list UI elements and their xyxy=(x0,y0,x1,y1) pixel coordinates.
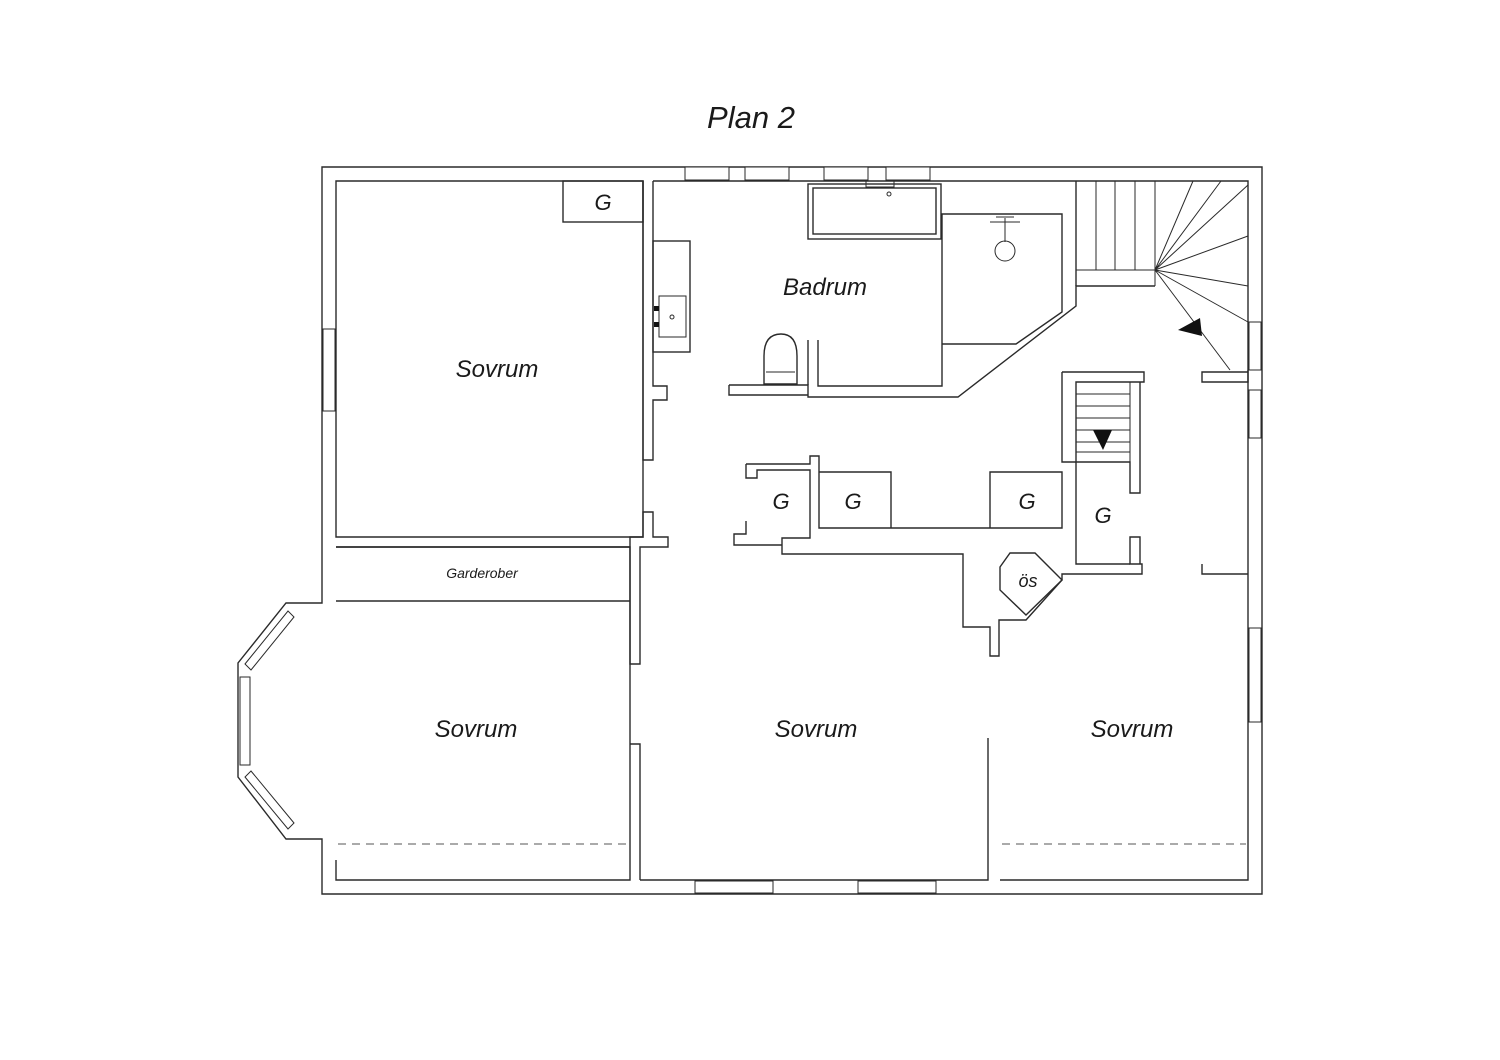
exterior-walls xyxy=(237,166,1263,895)
room-label-badrum: Badrum xyxy=(783,274,867,301)
plan-title: Plan 2 xyxy=(707,100,795,135)
vanity xyxy=(652,240,691,353)
closet-label-hall-4: G xyxy=(1094,503,1111,528)
room-label-sovrum-se: Sovrum xyxy=(1091,716,1174,743)
bathtub xyxy=(807,183,942,240)
room-label-sovrum-sw: Sovrum xyxy=(435,716,518,743)
stairs-lower xyxy=(1076,382,1131,462)
stair-direction-arrow-up xyxy=(1178,318,1202,336)
closet-label-hall-3: G xyxy=(1018,489,1035,514)
stairs-upper xyxy=(1076,180,1249,371)
interior-walls xyxy=(336,181,1249,665)
bay-window xyxy=(239,610,295,830)
room-label-os: ös xyxy=(1018,571,1037,591)
room-label-sovrum-nw: Sovrum xyxy=(456,356,539,383)
bathroom-fixtures xyxy=(652,180,1020,385)
closet-label-hall-2: G xyxy=(844,489,861,514)
closet-label-sovrum: G xyxy=(594,190,611,215)
closet-label-hall-1: G xyxy=(772,489,789,514)
windows xyxy=(322,166,1262,894)
toilet xyxy=(763,333,798,385)
shower-icon xyxy=(990,216,1020,262)
room-label-garderober: Garderober xyxy=(446,565,519,581)
stair-direction-arrow-down xyxy=(1093,430,1112,450)
room-label-sovrum-s: Sovrum xyxy=(775,716,858,743)
